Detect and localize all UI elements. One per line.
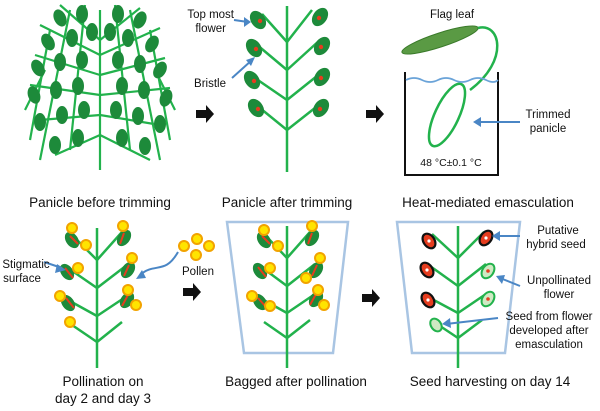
label-putative-hybrid-seed-2: hybrid seed — [526, 239, 585, 251]
label-pollen: Pollen — [182, 266, 214, 278]
label-seed-from-flower-3: emasculation — [515, 339, 583, 351]
label-seed-from-flower-2: developed after — [509, 325, 588, 337]
harvesting-panel: Putative hybrid seed Unpollinated flower… — [395, 220, 593, 389]
label-unpollinated-flower-1: Unpollinated — [527, 275, 591, 287]
caption-harvesting: Seed harvesting on day 14 — [410, 374, 571, 389]
flag-leaf-icon — [401, 25, 479, 55]
label-stigmatic-surface-1: Stigmatic — [2, 259, 50, 271]
pollination-panel: Stigmatic surface Pollen Pollination on … — [2, 220, 215, 406]
process-arrow — [196, 105, 214, 123]
label-unpollinated-flower-2: flower — [544, 289, 575, 301]
process-arrow — [366, 105, 384, 123]
caption-heat-emasculation: Heat-mediated emasculation — [402, 195, 574, 210]
label-top-most-flower-2: flower — [195, 23, 226, 35]
pollen-grains — [178, 233, 215, 261]
label-temperature: 48 °C±0.1 °C — [420, 157, 482, 169]
label-stigmatic-surface-2: surface — [3, 273, 41, 285]
water-bath-beaker — [404, 72, 499, 176]
process-arrow — [183, 283, 201, 301]
caption-pollination-2: day 2 and day 3 — [55, 391, 151, 406]
panicle-after-trimming: Top most flower Bristle Panicle after tr… — [187, 6, 353, 210]
panicle-before-trimming: Panicle before trimming — [24, 4, 176, 210]
bagged-panel: Bagged after pollination — [225, 220, 367, 389]
label-bristle: Bristle — [194, 78, 226, 90]
label-flag-leaf: Flag leaf — [430, 9, 475, 21]
caption-before-trimming: Panicle before trimming — [29, 195, 171, 210]
label-trimmed-panicle-2: panicle — [530, 123, 566, 135]
label-top-most-flower-1: Top most — [187, 9, 234, 21]
label-trimmed-panicle-1: Trimmed — [526, 109, 571, 121]
harvest-bag — [395, 220, 522, 355]
hybrid-seed-icon — [419, 229, 494, 309]
caption-bagged: Bagged after pollination — [225, 374, 367, 389]
caption-pollination-1: Pollination on — [62, 374, 143, 389]
caption-after-trimming: Panicle after trimming — [222, 195, 353, 210]
label-putative-hybrid-seed-1: Putative — [537, 225, 579, 237]
label-seed-from-flower-1: Seed from flower — [506, 311, 593, 323]
heat-emasculation: 48 °C±0.1 °C Flag leaf Trimmed panicle H… — [401, 9, 574, 210]
process-arrow — [362, 289, 380, 307]
